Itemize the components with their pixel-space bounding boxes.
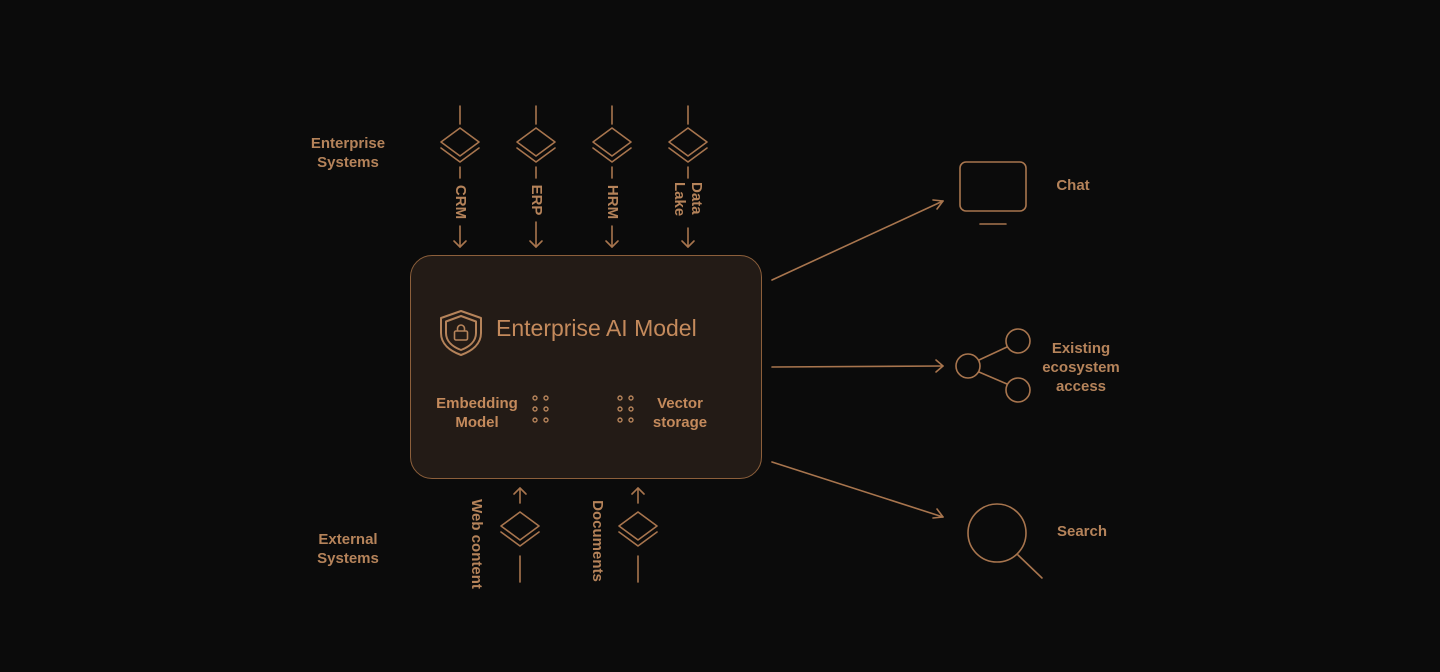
arrow-to-search	[771, 461, 944, 519]
source-label-documents: Documents	[589, 500, 606, 582]
shield-lock-icon	[440, 310, 482, 356]
layers-icon	[618, 511, 658, 547]
source-label-hrm: HRM	[604, 184, 621, 220]
source-web-connector	[513, 487, 527, 583]
source-label-erp: ERP	[528, 184, 545, 216]
source-label-crm: CRM	[452, 184, 469, 220]
dots-grid-icon	[617, 395, 634, 423]
layers-icon	[668, 127, 708, 163]
output-label-ecosystem: Existing ecosystem access	[1042, 340, 1120, 395]
source-crm-connector	[453, 105, 467, 248]
enterprise-systems-label: Enterprise Systems	[310, 135, 386, 171]
output-label-chat: Chat	[1056, 177, 1090, 194]
enterprise-ai-model-card: Enterprise AI Model Embedding Model Vect…	[410, 255, 762, 479]
source-datalake-connector	[681, 105, 695, 248]
source-hrm-connector	[605, 105, 619, 248]
magnifier-icon	[967, 503, 1043, 579]
share-nodes-icon	[955, 328, 1031, 403]
source-label-datalake: Data Lake	[671, 182, 705, 217]
layers-icon	[440, 127, 480, 163]
layers-icon	[592, 127, 632, 163]
source-label-web-content: Web content	[468, 499, 485, 589]
core-title: Enterprise AI Model	[496, 315, 697, 341]
embedding-model-label: Embedding Model	[436, 395, 518, 431]
arrow-to-ecosystem	[771, 359, 944, 373]
vector-storage-label: Vector storage	[652, 395, 708, 431]
source-erp-connector	[529, 105, 543, 248]
arrow-to-chat	[771, 199, 944, 281]
dots-grid-icon	[532, 395, 549, 423]
source-documents-connector	[631, 487, 645, 583]
output-label-search: Search	[1056, 523, 1108, 540]
layers-icon	[500, 511, 540, 547]
monitor-icon	[959, 161, 1027, 225]
layers-icon	[516, 127, 556, 163]
external-systems-label: External Systems	[317, 531, 379, 567]
